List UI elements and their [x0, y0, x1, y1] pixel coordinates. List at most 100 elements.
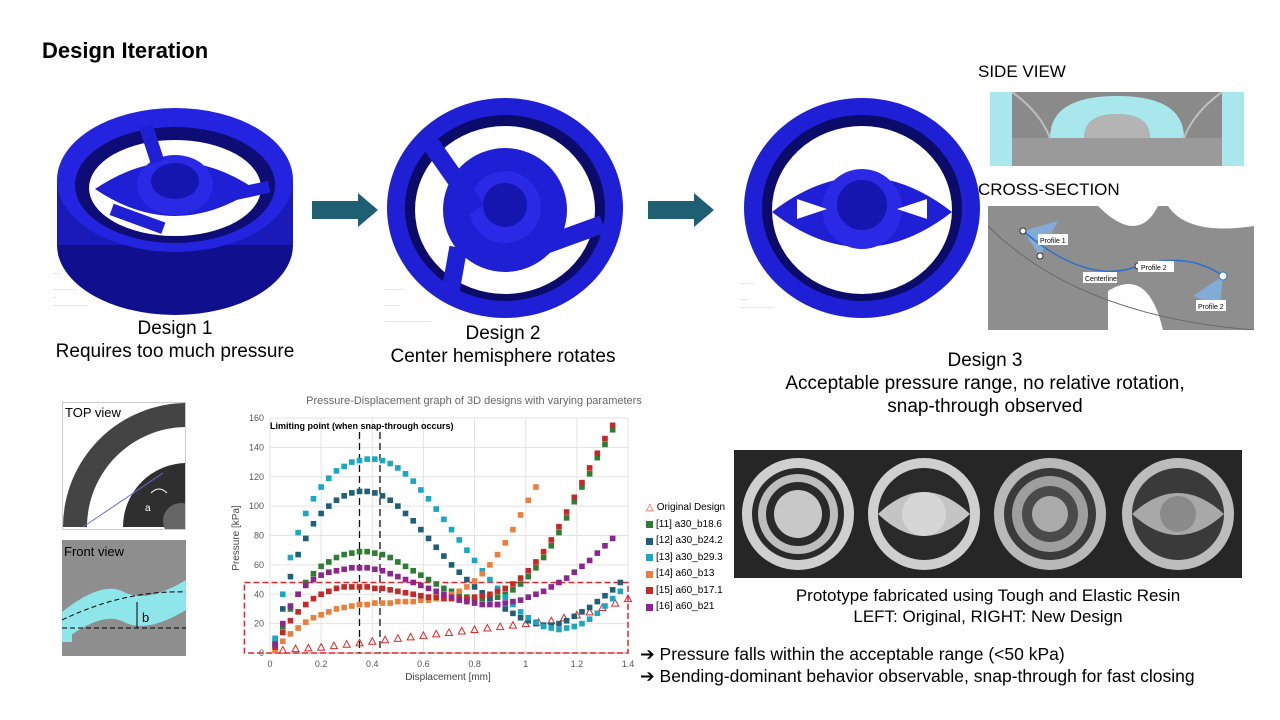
- data-point: [448, 591, 455, 598]
- design-3-note-line2: snap-through observed: [887, 396, 1083, 417]
- data-point: [303, 510, 309, 517]
- data-point: [372, 600, 378, 606]
- data-point: [609, 422, 616, 429]
- data-point: [364, 456, 370, 462]
- design-2-render-info: ········································: [385, 287, 431, 325]
- design-1-caption: Design 1 Requires too much pressure: [35, 317, 315, 363]
- data-point: [329, 641, 339, 650]
- data-point: [395, 598, 401, 605]
- data-point: [494, 601, 501, 608]
- x-tick-label: 0: [267, 659, 272, 669]
- data-point: [310, 595, 317, 602]
- data-point: [272, 635, 278, 642]
- data-point: [479, 592, 486, 599]
- arrow-right-icon: [648, 193, 714, 227]
- data-point: [464, 598, 470, 605]
- data-point: [367, 636, 377, 645]
- arrow-bullet-icon: ➔: [640, 666, 660, 686]
- data-point: [326, 569, 332, 576]
- x-tick-label: 0.6: [417, 659, 430, 669]
- data-point: [517, 597, 524, 603]
- arrow-right-icon: [312, 193, 378, 227]
- y-tick-label: 140: [249, 442, 264, 452]
- bullet-text: Pressure falls within the acceptable ran…: [659, 644, 1065, 664]
- data-point: [548, 622, 555, 628]
- data-point: [441, 516, 447, 523]
- legend-item: [14] a60_b13: [646, 566, 725, 583]
- data-point: [563, 625, 570, 631]
- design-2-render: [387, 98, 623, 318]
- front-view-label: Front view: [64, 544, 124, 559]
- data-point: [464, 547, 470, 553]
- data-point: [287, 573, 294, 580]
- data-point: [433, 594, 440, 600]
- design-2-name: Design 2: [465, 323, 541, 344]
- data-point: [387, 570, 393, 577]
- data-point: [310, 576, 317, 583]
- profile-2-right-label: Profile 2: [1198, 304, 1224, 311]
- prototype-caption: Prototype fabricated using Tough and Ela…: [734, 585, 1242, 627]
- bullet-text: Bending-dominant behavior observable, sn…: [659, 666, 1195, 686]
- data-point: [579, 479, 585, 486]
- data-point: [364, 584, 370, 590]
- data-point: [387, 497, 393, 504]
- data-point: [402, 576, 409, 583]
- data-point: [510, 598, 516, 605]
- data-point: [387, 600, 393, 606]
- data-point: [310, 495, 317, 502]
- front-view-image: b: [62, 540, 186, 656]
- chart-annotation: Limiting point (when snap-through occurs…: [270, 421, 454, 431]
- bullet-item: ➔ Bending-dominant behavior observable, …: [640, 665, 1195, 687]
- data-point: [356, 548, 363, 555]
- data-point: [410, 598, 416, 605]
- data-point: [540, 554, 547, 561]
- data-point: [349, 565, 355, 571]
- data-point: [279, 591, 286, 598]
- data-point: [379, 600, 386, 606]
- data-point: [471, 594, 478, 600]
- design-3-caption: Design 3 Acceptable pressure range, no r…: [740, 349, 1230, 418]
- data-point: [448, 526, 455, 533]
- cross-section-label: CROSS-SECTION: [978, 180, 1120, 199]
- data-point: [326, 609, 332, 615]
- data-point: [556, 620, 562, 627]
- data-point: [525, 567, 532, 574]
- data-point: [548, 537, 555, 543]
- data-point: [356, 565, 363, 571]
- data-point: [502, 606, 509, 612]
- data-point: [356, 457, 363, 464]
- data-point: [425, 585, 432, 592]
- data-point: [525, 497, 532, 504]
- legend-label: [13] a30_b29.3: [656, 551, 723, 563]
- data-point: [563, 575, 570, 581]
- data-point: [295, 591, 301, 598]
- data-point: [609, 595, 616, 602]
- y-tick-label: 100: [249, 501, 264, 511]
- data-point: [318, 572, 324, 578]
- data-point: [372, 585, 378, 592]
- data-point: [272, 644, 278, 650]
- top-view-image: a: [63, 403, 185, 529]
- data-point: [278, 645, 288, 654]
- data-point: [609, 535, 616, 542]
- prototype-photo: [734, 450, 1242, 578]
- data-point: [287, 617, 294, 624]
- legend-item: [15] a60_b17.1: [646, 583, 725, 600]
- arrow-bullet-icon: ➔: [640, 644, 660, 664]
- profile-2-label: Profile 2: [1141, 265, 1167, 272]
- data-point: [387, 587, 393, 593]
- y-tick-label: 120: [249, 472, 264, 482]
- data-point: [533, 559, 539, 565]
- data-point: [295, 609, 301, 615]
- data-point: [563, 509, 570, 515]
- data-point: [279, 623, 286, 630]
- data-point: [471, 600, 478, 606]
- data-point: [341, 604, 347, 611]
- data-point: [456, 588, 463, 595]
- data-point: [525, 617, 532, 624]
- data-point: [295, 551, 301, 558]
- data-point: [349, 490, 355, 496]
- y-tick-label: 160: [249, 413, 264, 423]
- data-point: [494, 585, 501, 592]
- x-tick-label: 1.4: [622, 659, 635, 669]
